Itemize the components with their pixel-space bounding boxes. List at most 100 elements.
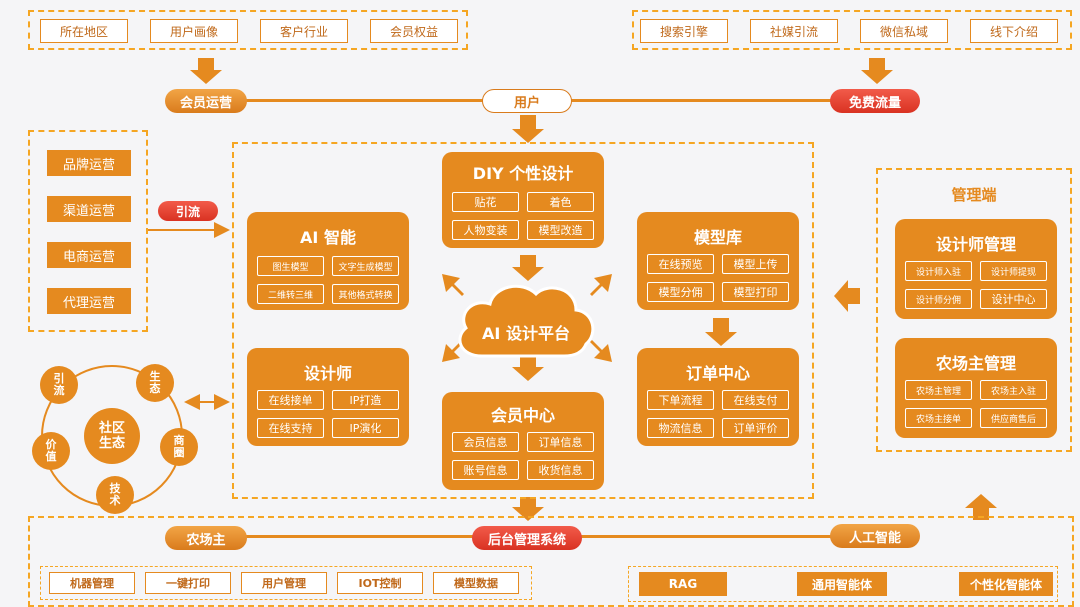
community-node-value[interactable]: 价 值 (32, 432, 70, 470)
dm-commission[interactable]: 设计师分佣 (905, 289, 972, 309)
arrow-cloud-ul (442, 274, 464, 296)
arrow-down-backend (512, 497, 544, 521)
fm-join[interactable]: 农场主入驻 (980, 380, 1047, 400)
tag-member-rights[interactable]: 会员权益 (370, 19, 458, 43)
card-farm-mgmt-title: 农场主管理 (935, 354, 1016, 373)
community-center[interactable]: 社区 生态 (84, 408, 140, 464)
tag-search-engine[interactable]: 搜索引擎 (640, 19, 728, 43)
model-commission[interactable]: 模型分佣 (647, 282, 714, 302)
card-diy-title: DIY 个性设计 (472, 164, 574, 183)
arrow-down-user (512, 115, 544, 143)
ai-text-to-model[interactable]: 文字生成模型 (332, 256, 399, 276)
member-account-info[interactable]: 账号信息 (452, 460, 519, 480)
card-designer-title: 设计师 (303, 364, 352, 383)
ai-img-to-model[interactable]: 图生模型 (257, 256, 324, 276)
dm-center[interactable]: 设计中心 (980, 289, 1047, 309)
cloud-shape (458, 284, 595, 358)
designer-online-support[interactable]: 在线支持 (257, 418, 324, 438)
card-diy: DIY 个性设计 贴花 着色 人物变装 模型改造 (442, 152, 604, 248)
admin-group: 管理端 (876, 168, 1072, 452)
btm-model-data[interactable]: 模型数据 (433, 572, 519, 594)
order-flow[interactable]: 下单流程 (647, 390, 714, 410)
card-order-center: 订单中心 下单流程 在线支付 物流信息 订单评价 (637, 348, 799, 446)
card-designer: 设计师 在线接单 IP打造 在线支持 IP演化 (247, 348, 409, 446)
pill-member-ops[interactable]: 会员运营 (165, 89, 247, 113)
btm-machine-mgmt[interactable]: 机器管理 (49, 572, 135, 594)
arrow-cloud-ll (442, 340, 464, 362)
btm-one-click-print[interactable]: 一键打印 (145, 572, 231, 594)
pill-free-traffic[interactable]: 免费流量 (830, 89, 920, 113)
card-member-center-title: 会员中心 (490, 406, 555, 425)
top-left-tag-group: 所在地区 用户画像 客户行业 会员权益 (28, 10, 468, 50)
community-node-business[interactable]: 商 圈 (160, 428, 198, 466)
arrow-down-left (190, 58, 222, 84)
arrow-down-model (705, 318, 737, 346)
member-info[interactable]: 会员信息 (452, 432, 519, 452)
dm-join[interactable]: 设计师入驻 (905, 261, 972, 281)
arrow-left-admin (834, 280, 860, 312)
pill-divert[interactable]: 引流 (158, 201, 218, 221)
tag-wechat-private[interactable]: 微信私域 (860, 19, 948, 43)
arrow-cloud-lr (590, 340, 612, 362)
member-order-info[interactable]: 订单信息 (527, 432, 594, 452)
order-payment[interactable]: 在线支付 (722, 390, 789, 410)
card-designer-mgmt-title: 设计师管理 (935, 235, 1016, 254)
diy-decal[interactable]: 贴花 (452, 192, 519, 212)
model-preview[interactable]: 在线预览 (647, 254, 714, 274)
pill-user[interactable]: 用户 (482, 89, 572, 113)
tag-region[interactable]: 所在地区 (40, 19, 128, 43)
arrow-down-diy (512, 255, 544, 281)
model-upload[interactable]: 模型上传 (722, 254, 789, 274)
diy-dressup[interactable]: 人物变装 (452, 220, 519, 240)
designer-online-order[interactable]: 在线接单 (257, 390, 324, 410)
order-review[interactable]: 订单评价 (722, 418, 789, 438)
btm-general-agent[interactable]: 通用智能体 (797, 572, 887, 596)
ops-brand[interactable]: 品牌运营 (47, 150, 131, 176)
designer-ip-build[interactable]: IP打造 (332, 390, 399, 410)
tag-offline-referral[interactable]: 线下介绍 (970, 19, 1058, 43)
ops-agent[interactable]: 代理运营 (47, 288, 131, 314)
card-farm-mgmt: 农场主管理 农场主管理 农场主入驻 农场主接单 供应商售后 (895, 338, 1057, 438)
card-order-center-title: 订单中心 (685, 364, 750, 383)
diy-model-mod[interactable]: 模型改造 (527, 220, 594, 240)
ops-ecommerce[interactable]: 电商运营 (47, 242, 131, 268)
dm-withdraw[interactable]: 设计师提现 (980, 261, 1047, 281)
arrow-cloud-ur (590, 274, 612, 296)
bottom-right-group: RAG 通用智能体 个性化智能体 (628, 566, 1058, 602)
pill-backend[interactable]: 后台管理系统 (472, 526, 582, 550)
order-logistics[interactable]: 物流信息 (647, 418, 714, 438)
diy-color[interactable]: 着色 (527, 192, 594, 212)
card-ai: AI 智能 图生模型 文字生成模型 二维转三维 其他格式转换 (247, 212, 409, 310)
tag-user-profile[interactable]: 用户画像 (150, 19, 238, 43)
top-right-tag-group: 搜索引擎 社媒引流 微信私域 线下介绍 (632, 10, 1072, 50)
platform-area (232, 142, 814, 499)
card-member-center: 会员中心 会员信息 订单信息 账号信息 收货信息 (442, 392, 604, 490)
pill-ai[interactable]: 人工智能 (830, 524, 920, 548)
bottom-area (28, 516, 1074, 607)
fm-orders[interactable]: 农场主接单 (905, 408, 972, 428)
designer-ip-evolve[interactable]: IP演化 (332, 418, 399, 438)
member-shipping-info[interactable]: 收货信息 (527, 460, 594, 480)
community-node-tech[interactable]: 技 术 (96, 476, 134, 514)
arrow-down-cloud (512, 355, 544, 381)
ai-2d-to-3d[interactable]: 二维转三维 (257, 284, 324, 304)
fm-manage[interactable]: 农场主管理 (905, 380, 972, 400)
btm-iot-control[interactable]: IOT控制 (337, 572, 423, 594)
cloud-title: AI 设计平台 (482, 324, 570, 343)
btm-user-mgmt[interactable]: 用户管理 (241, 572, 327, 594)
bottom-left-group: 机器管理 一键打印 用户管理 IOT控制 模型数据 (40, 566, 532, 600)
card-designer-mgmt: 设计师管理 设计师入驻 设计师提现 设计师分佣 设计中心 (895, 219, 1057, 319)
pill-farm-owner[interactable]: 农场主 (165, 526, 247, 550)
btm-personal-agent[interactable]: 个性化智能体 (959, 572, 1053, 596)
left-ops-group: 品牌运营 渠道运营 电商运营 代理运营 (28, 130, 148, 332)
community-node-divert[interactable]: 引 流 (40, 366, 78, 404)
model-print[interactable]: 模型打印 (722, 282, 789, 302)
admin-title: 管理端 (951, 186, 997, 204)
ai-format-convert[interactable]: 其他格式转换 (332, 284, 399, 304)
tag-industry[interactable]: 客户行业 (260, 19, 348, 43)
tag-social-media[interactable]: 社媒引流 (750, 19, 838, 43)
fm-aftersale[interactable]: 供应商售后 (980, 408, 1047, 428)
btm-rag[interactable]: RAG (639, 572, 727, 596)
community-node-ecology[interactable]: 生 态 (136, 364, 174, 402)
ops-channel[interactable]: 渠道运营 (47, 196, 131, 222)
